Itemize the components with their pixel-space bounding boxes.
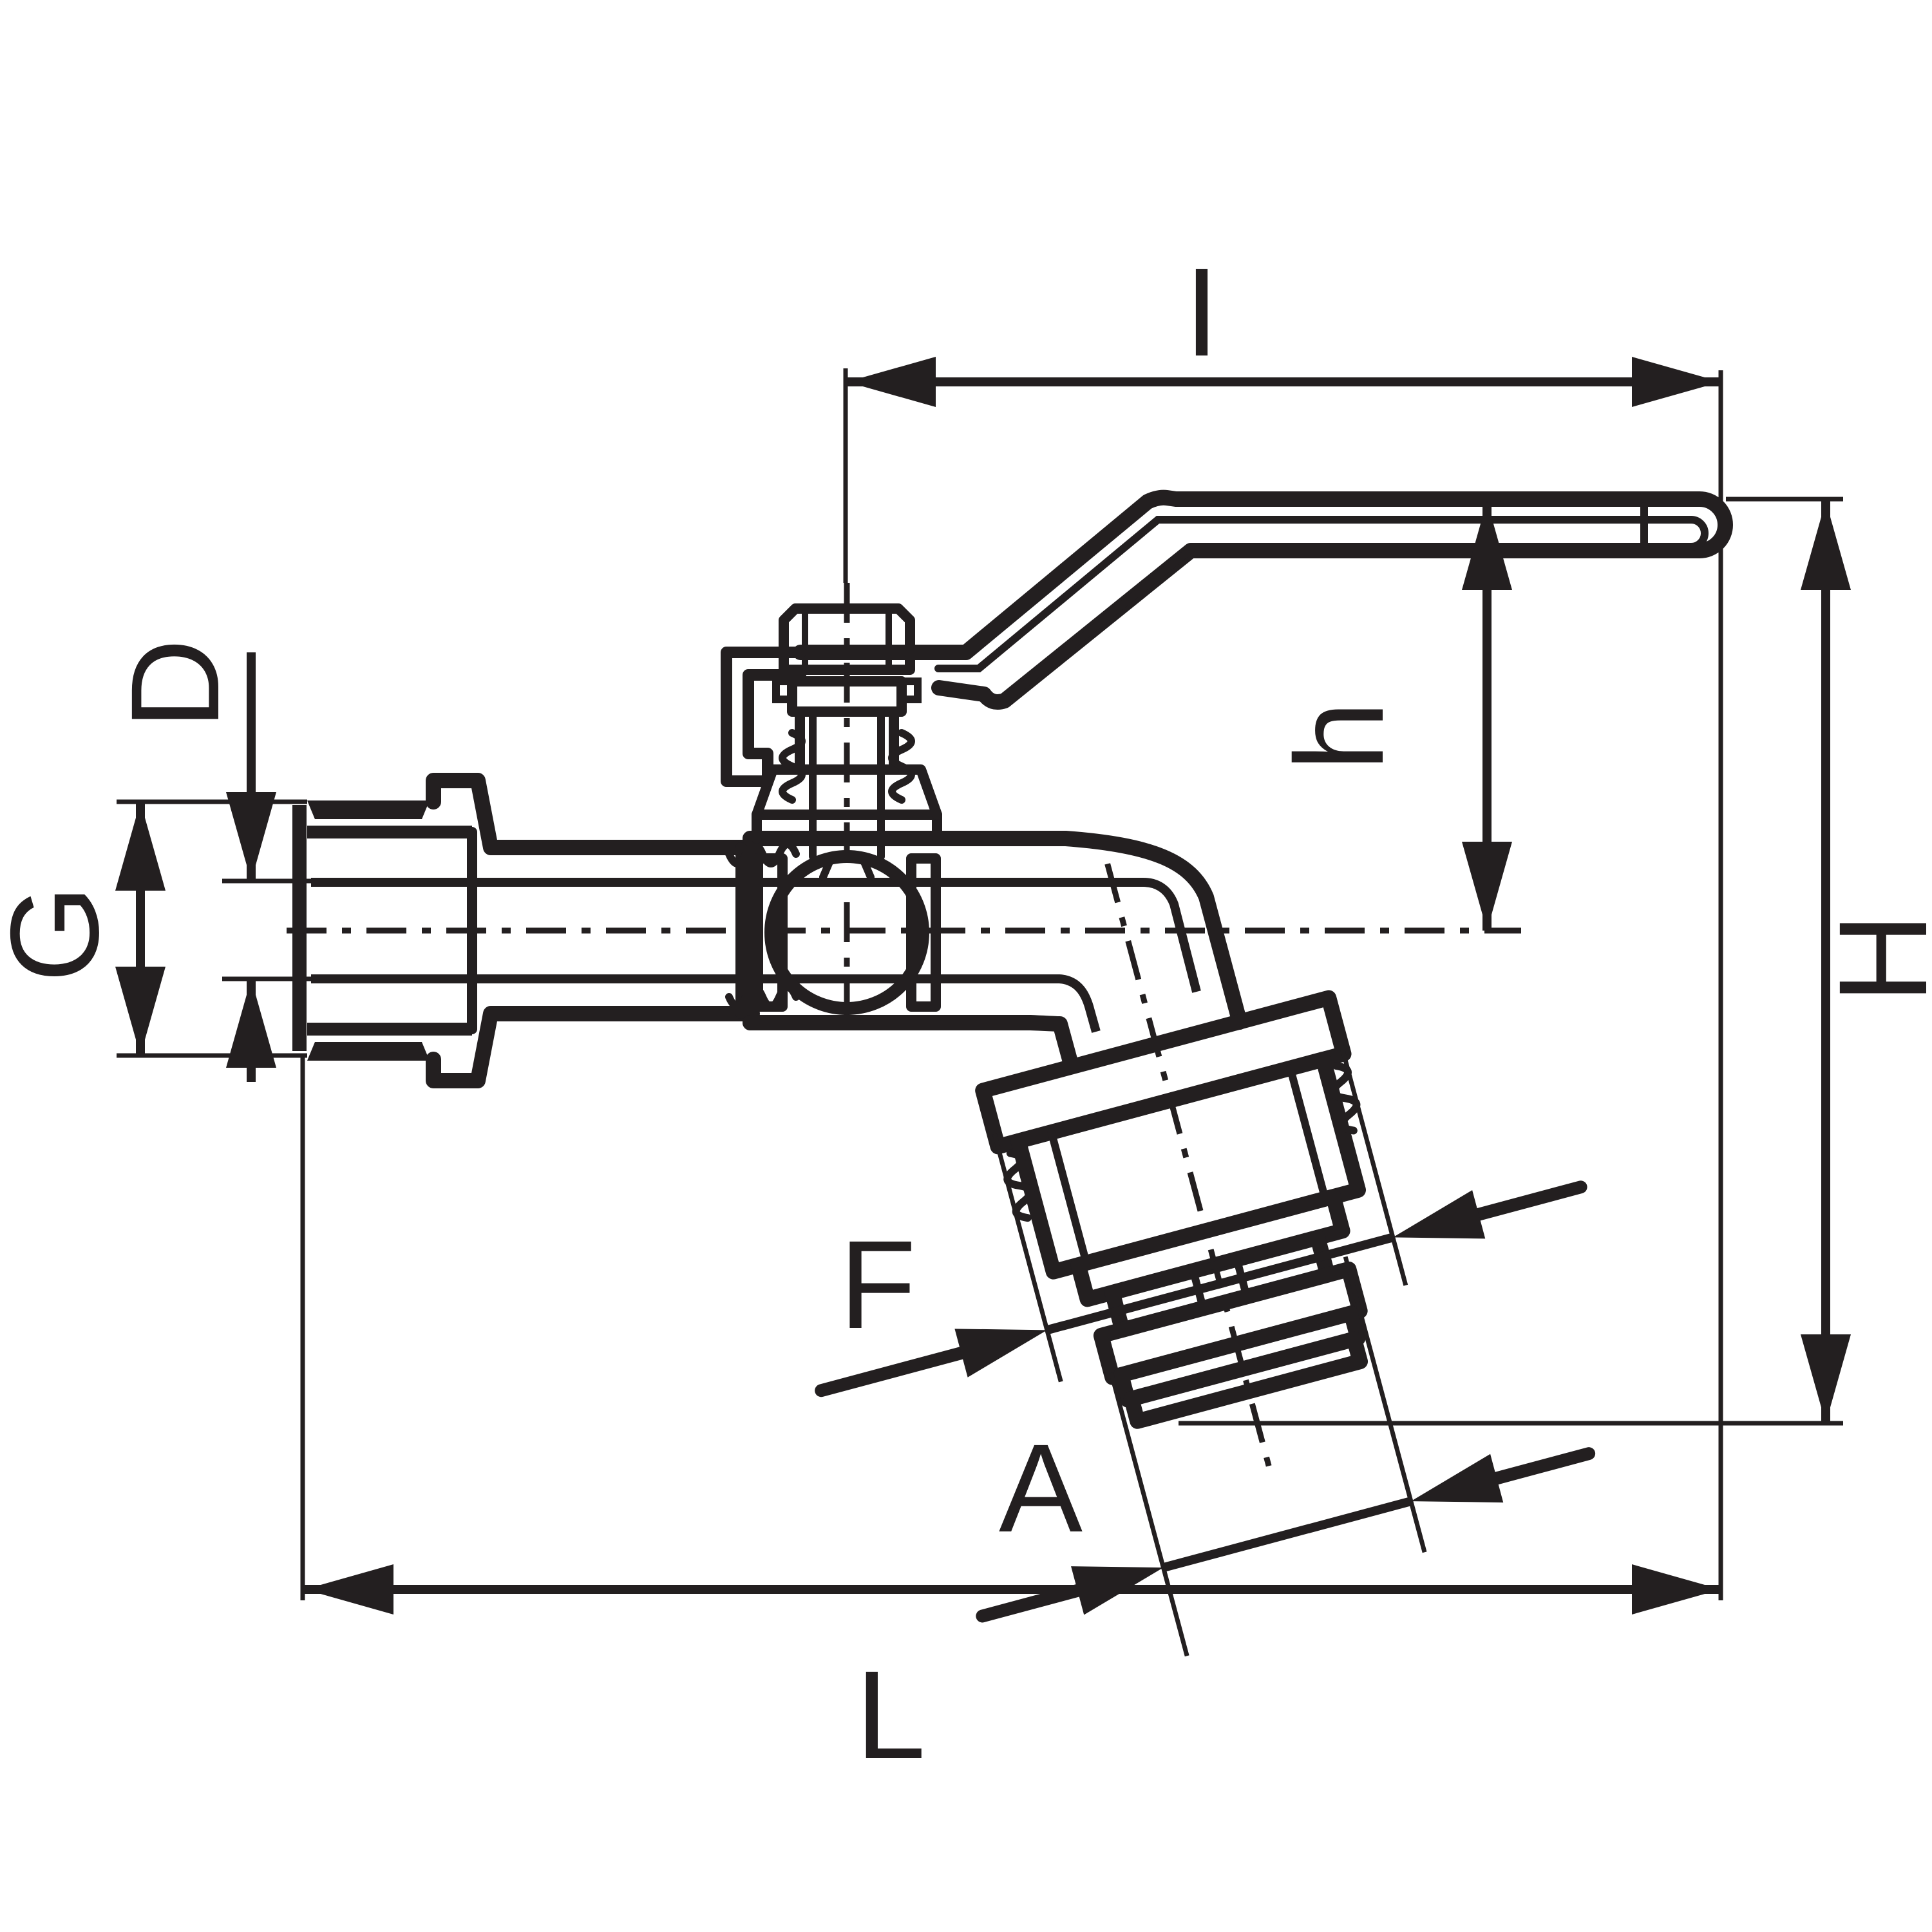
- dimension-I: [847, 357, 1723, 1600]
- gland-wing-right: [898, 677, 922, 703]
- inlet-thread-connector: [292, 773, 796, 1088]
- f-arrow-shaft-left: [815, 1345, 972, 1397]
- hex-bottom-profile: [426, 1006, 760, 1088]
- a-arrow-shaft-left: [976, 1584, 1086, 1623]
- dimension-G: [115, 799, 307, 1058]
- hose-end-ring: [1123, 1331, 1368, 1429]
- dimension-F: [815, 1041, 1587, 1397]
- bore-top-line: [311, 878, 1201, 993]
- dimension-labels: D G I h H F A L: [0, 242, 1932, 1785]
- dim-label-G: G: [0, 885, 125, 983]
- gland-wing-left: [772, 677, 796, 703]
- f-extension-lines: [992, 1041, 1408, 1383]
- stem-shaft: [809, 708, 885, 860]
- bore-lines: [311, 878, 1201, 1033]
- a-arrow-shaft-right: [1490, 1447, 1596, 1485]
- dim-label-H: H: [1813, 913, 1932, 1004]
- bonnet-flange-band: [752, 810, 942, 844]
- spout-centerline: [1104, 863, 1274, 1475]
- body-bottom-and-elbow-inner: [743, 1015, 1079, 1074]
- union-nut-inner-walls: [1047, 1064, 1329, 1267]
- centerlines: [287, 368, 1521, 1032]
- dimension-H: [1179, 499, 1851, 1426]
- thread-crest-band-top: [307, 800, 430, 819]
- lever-handle: [721, 489, 1733, 787]
- stem-head-nut: [779, 603, 915, 675]
- lever-inner-line: [934, 516, 1709, 698]
- lever-outline: [793, 489, 1733, 710]
- f-arrow-shaft-right: [1470, 1180, 1587, 1222]
- ball-and-stem: [753, 708, 941, 1015]
- valve-body: [743, 603, 1247, 1074]
- ball: [764, 850, 929, 1015]
- dim-label-F: F: [839, 1215, 916, 1355]
- lever-left-hook: [721, 647, 806, 787]
- dimension-L: [300, 1057, 1721, 1615]
- outlet-spout: [815, 863, 1596, 1657]
- dimension-D: [222, 652, 311, 1082]
- dim-label-D: D: [105, 639, 245, 730]
- hex-top-profile: [426, 773, 760, 855]
- dimension-A: [976, 1256, 1596, 1657]
- inlet-pipe-walls: [307, 826, 472, 1036]
- f-dimension-line: [1046, 1233, 1394, 1335]
- d-extension-lines: [222, 878, 311, 981]
- dim-label-h: h: [1269, 701, 1410, 771]
- dim-label-I: I: [1184, 242, 1219, 383]
- g-extension-lines: [117, 799, 307, 1058]
- a-dimension-line: [1162, 1497, 1412, 1572]
- bore-bottom-line: [311, 974, 1101, 1033]
- thread-crest-band-bottom: [307, 1042, 430, 1061]
- ball-seat-left: [753, 853, 788, 1012]
- dim-label-L: L: [856, 1645, 925, 1785]
- body-top-and-elbow-outer: [743, 831, 1247, 1030]
- dim-label-A: A: [999, 1418, 1083, 1558]
- ball-seat-right: [906, 853, 941, 1012]
